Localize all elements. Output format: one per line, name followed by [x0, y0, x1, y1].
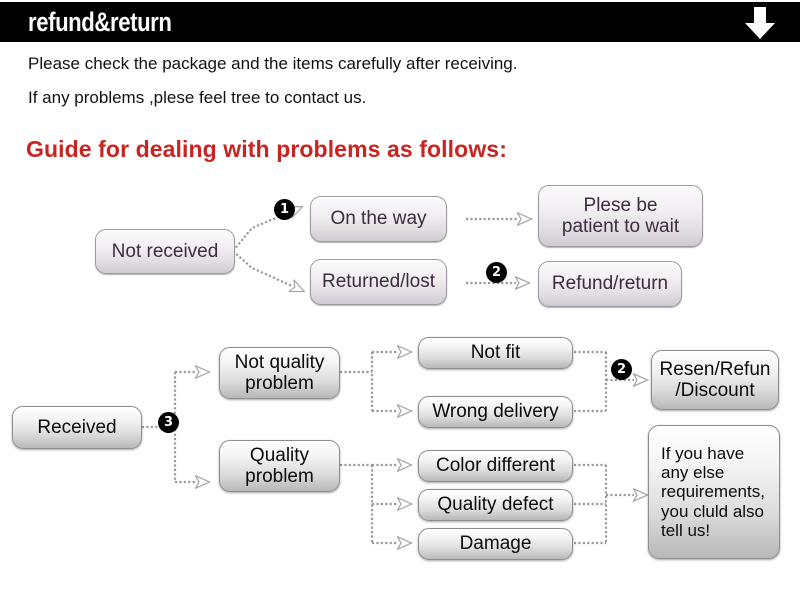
badge-number: 1 [279, 202, 290, 217]
node-label-line-1: Quality [249, 444, 310, 466]
node-label: On the way [330, 208, 427, 230]
node-label-line-2: patient to wait [561, 216, 680, 237]
node-quality-problem[interactable]: Quality problem [219, 440, 340, 492]
node-received[interactable]: Received [12, 406, 142, 449]
node-label: Wrong delivery [432, 401, 559, 423]
node-wrong-delivery[interactable]: Wrong delivery [418, 396, 573, 428]
node-color-different[interactable]: Color different [418, 450, 573, 482]
node-label: Not fit [470, 342, 521, 364]
node-label: Quality defect [437, 494, 554, 516]
node-label-line-1: Plese be [583, 194, 658, 216]
note-line-4: you cluld also [661, 501, 765, 521]
node-plese-be-patient[interactable]: Plese be patient to wait [538, 185, 703, 247]
note-line-5: tell us! [661, 520, 711, 540]
node-on-the-way[interactable]: On the way [310, 196, 447, 242]
node-quality-defect[interactable]: Quality defect [418, 489, 573, 521]
badge-number: 3 [163, 415, 174, 430]
arrow-down-icon [745, 7, 775, 39]
node-not-fit[interactable]: Not fit [418, 337, 573, 369]
intro-line-2: If any problems ,plese feel tree to cont… [28, 88, 367, 107]
note-line-2: any else [661, 463, 725, 483]
node-resend-refund-discount[interactable]: Resen/Refun /Discount [651, 350, 779, 410]
node-extra-requirements-note[interactable]: If you have any else requirements, you c… [648, 425, 780, 559]
node-label-line-1: Resen/Refun [659, 358, 771, 380]
page-header: refund&return [0, 2, 800, 42]
node-label: Received [37, 416, 117, 438]
node-label: Damage [459, 533, 532, 555]
node-label-line-2: /Discount [675, 380, 755, 401]
step-badge-2-bottom: 2 [611, 359, 632, 380]
node-damage[interactable]: Damage [418, 528, 573, 560]
intro-line-1: Please check the package and the items c… [28, 54, 518, 73]
node-returned-lost[interactable]: Returned/lost [310, 259, 447, 305]
node-label: Color different [436, 455, 555, 477]
node-not-quality-problem[interactable]: Not quality problem [219, 347, 340, 399]
badge-number: 2 [616, 362, 627, 377]
guide-heading: Guide for dealing with problems as follo… [26, 136, 507, 162]
node-label: Returned/lost [321, 271, 435, 293]
step-badge-3: 3 [158, 412, 179, 433]
intro-text-block: Please check the package and the items c… [28, 55, 768, 123]
node-label: Refund/return [551, 273, 669, 295]
badge-number: 2 [491, 265, 502, 280]
note-line-1: If you have [661, 444, 745, 464]
page-title: refund&return [28, 6, 172, 37]
node-label-line-2: problem [245, 466, 314, 487]
node-not-received[interactable]: Not received [95, 229, 235, 274]
step-badge-2-top: 2 [486, 262, 507, 283]
node-label: Not received [111, 240, 219, 262]
node-label-line-2: problem [245, 373, 314, 394]
note-line-3: requirements, [661, 482, 765, 502]
node-refund-return[interactable]: Refund/return [538, 261, 682, 307]
step-badge-1: 1 [274, 199, 295, 220]
node-label-line-1: Not quality [234, 351, 325, 373]
